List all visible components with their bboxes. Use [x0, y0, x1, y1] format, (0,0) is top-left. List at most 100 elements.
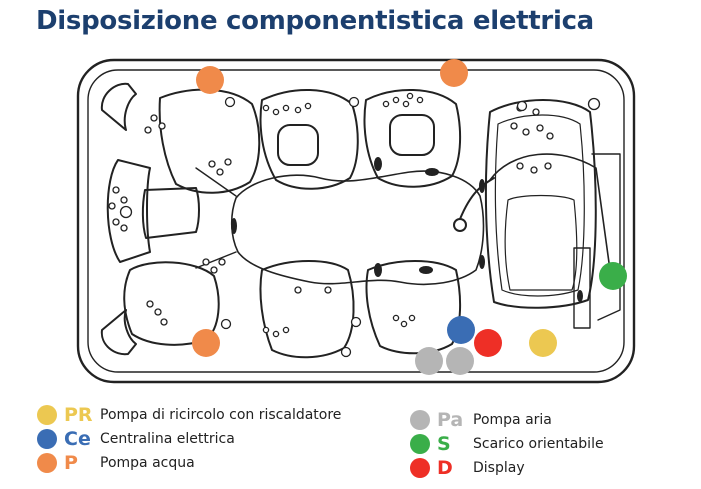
seat-left-end [106, 159, 151, 263]
legend-item-pa: Pa Pompa aria [410, 409, 552, 431]
legend-dot-s [410, 434, 430, 454]
jet [272, 330, 280, 338]
lounger-pillow [504, 194, 578, 291]
jet [120, 196, 128, 204]
jet [587, 97, 601, 111]
jet [218, 258, 226, 266]
jet [406, 92, 414, 100]
headrest-top-1 [277, 124, 319, 166]
jet [530, 166, 538, 174]
footwell [230, 170, 485, 286]
marker-pompa-ricircolo [529, 329, 557, 357]
jet [160, 318, 168, 326]
legend-dot-pa [410, 410, 430, 430]
jet [146, 300, 154, 308]
legend-code: PR [64, 404, 93, 426]
legend-label: Centralina elettrica [100, 431, 235, 447]
jet [119, 205, 133, 219]
jet [382, 100, 390, 108]
legend-item-s: S Scarico orientabile [410, 433, 604, 455]
slot-jet [479, 255, 485, 269]
jet [224, 96, 236, 108]
jet [304, 102, 312, 110]
legend-label: Pompa di ricircolo con riscaldatore [100, 407, 342, 423]
jet [402, 100, 410, 108]
jet [224, 158, 232, 166]
diagram-title: Disposizione componentistica elettrica [36, 6, 594, 36]
marker-pompa-acqua-top-right [440, 59, 468, 87]
slot-jet [374, 263, 382, 277]
jet [536, 124, 544, 132]
legend-item-d: D Display [410, 457, 525, 479]
jet [294, 286, 302, 294]
jet [272, 108, 280, 116]
legend-label: Pompa acqua [100, 455, 195, 471]
jet [282, 326, 290, 334]
lounger-rim [494, 114, 585, 297]
slot-jet [419, 266, 433, 274]
legend-code: Pa [437, 409, 464, 431]
jet [408, 314, 416, 322]
jet [262, 104, 270, 112]
jet [522, 128, 530, 136]
jet [416, 96, 424, 104]
jet [150, 114, 158, 122]
jet [324, 286, 332, 294]
jet [216, 168, 224, 176]
jet [154, 308, 162, 316]
seat-bottom-1 [259, 260, 355, 359]
jet [112, 186, 120, 194]
legend-code: P [64, 452, 78, 474]
jet [544, 162, 552, 170]
jet [208, 160, 216, 168]
jet [546, 132, 554, 140]
marker-display [474, 329, 502, 357]
slot-jet [374, 157, 382, 171]
jet [350, 316, 362, 328]
slot-jet [479, 179, 485, 193]
legend-label: Display [473, 460, 525, 476]
legend-dot-ce [37, 429, 57, 449]
seat-left-cushion [141, 187, 200, 239]
lounger-arm-bar [489, 153, 611, 271]
legend-label: Scarico orientabile [473, 436, 604, 452]
legend-code: D [437, 457, 453, 479]
seat-top-2 [259, 89, 359, 190]
spa-outer-shell [76, 58, 636, 384]
jet [392, 96, 400, 104]
jet [158, 122, 166, 130]
lounger-handle [459, 177, 495, 220]
legend-item-p: P Pompa acqua [37, 452, 195, 474]
marker-pompa-aria-1 [415, 347, 443, 375]
legend-code: S [437, 433, 451, 455]
jet [108, 202, 116, 210]
spa-inner-rim [87, 69, 625, 373]
slot-jets [231, 157, 583, 302]
marker-pompa-acqua-bottom-left [192, 329, 220, 357]
slot-jet [577, 290, 583, 302]
jet [112, 218, 120, 226]
lounger-handle-end [453, 218, 467, 232]
jet [144, 126, 152, 134]
marker-pompa-acqua-top-left [196, 66, 224, 94]
jet [210, 266, 218, 274]
slot-jet [425, 168, 439, 176]
jet [120, 224, 128, 232]
jet [532, 108, 540, 116]
jet [202, 258, 210, 266]
equipment-shelf [591, 153, 621, 321]
jets [108, 92, 601, 358]
equipment-panel [573, 247, 591, 329]
armrest-bottom-left [100, 309, 137, 356]
seat-bottom-2 [365, 260, 462, 355]
jet [516, 162, 524, 170]
seat-top-1 [158, 88, 261, 194]
jet [400, 320, 408, 328]
legend-item-ce: Ce Centralina elettrica [37, 428, 235, 450]
jet [516, 100, 528, 112]
marker-scarico [599, 262, 627, 290]
legend-code: Ce [64, 428, 91, 450]
jet [294, 106, 302, 114]
jet [262, 326, 270, 334]
